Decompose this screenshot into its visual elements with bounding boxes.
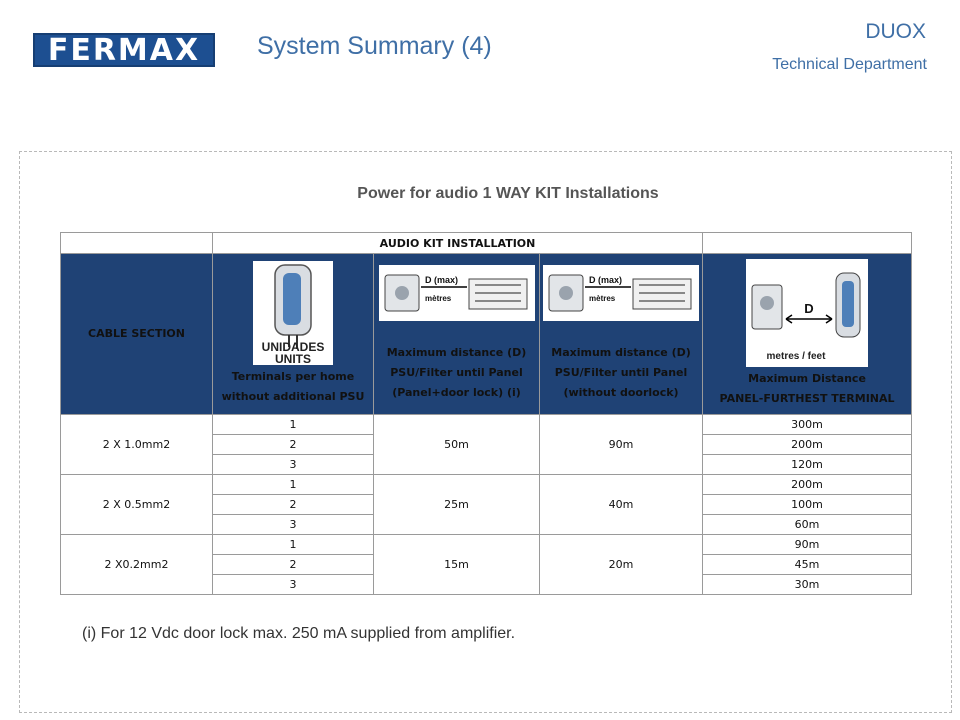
max-distance-cell: 30m — [702, 574, 913, 595]
table-row: 3 30m — [61, 574, 913, 595]
audio-kit-table: AUDIO KIT INSTALLATION CABLE SECTION UNI… — [60, 232, 913, 595]
footnote: (i) For 12 Vdc door lock max. 250 mA sup… — [82, 625, 516, 642]
panel-nolock-distance-cell: 20m — [538, 534, 704, 595]
panel-diagram-icon: D (max) mètres — [548, 274, 692, 312]
terminals-cell: 1 — [212, 414, 374, 435]
content-frame — [19, 151, 952, 713]
diagram-label-unit: mètres — [425, 294, 452, 303]
terminals-header-line2: without additional PSU — [221, 390, 365, 403]
max-distance-cell: 90m — [702, 534, 913, 555]
distance-label-unit: metres / feet — [767, 351, 827, 362]
panel-lock-distance-cell: 15m — [373, 534, 540, 595]
title-spacer — [60, 232, 213, 254]
table-row: 2 X 1.0mm2 1 50m 90m 300m — [60, 414, 913, 475]
diagram-label-unit: mètres — [589, 294, 616, 303]
cable-section-cell: 2 X 1.0mm2 — [60, 414, 213, 475]
table-row: 2 200m — [61, 434, 913, 455]
max-distance-cell: 45m — [702, 554, 913, 575]
department-label: Technical Department — [772, 56, 927, 73]
units-label-es: UNIDADES — [262, 340, 325, 354]
brand-label: DUOX — [865, 20, 926, 43]
max-distance-cell: 300m — [702, 414, 913, 435]
max-distance-cell: 120m — [702, 454, 913, 475]
terminals-cell: 2 — [212, 554, 374, 575]
terminals-cell: 3 — [212, 454, 374, 475]
max-distance-header-line2: PANEL-FURTHEST TERMINAL — [719, 392, 895, 405]
section-title: Power for audio 1 WAY KIT Installations — [357, 185, 659, 202]
panel-lock-header-line2: PSU/Filter until Panel — [390, 366, 523, 379]
diagram-label-d: D (max) — [425, 275, 458, 285]
max-distance-cell: 100m — [702, 494, 913, 515]
panel-nolock-header-line3: (without doorlock) — [563, 386, 679, 399]
max-distance-header-line1: Maximum Distance — [748, 372, 866, 385]
panel-lock-distance-cell: 25m — [373, 474, 540, 535]
terminals-header: UNIDADES UNITS Terminals per home withou… — [212, 253, 374, 415]
table-row: 3 60m — [61, 514, 913, 535]
handset-units-image: UNIDADES UNITS — [253, 261, 333, 366]
max-distance-cell: 60m — [702, 514, 913, 535]
panel-nolock-distance-cell: 90m — [538, 414, 704, 475]
panel-psu-diagram: D (max) mètres — [378, 265, 535, 321]
cable-section-cell: 2 X0.2mm2 — [60, 534, 213, 595]
panel-psu-diagram-nolock: D (max) mètres — [543, 265, 700, 321]
panel-lock-header: D (max) mètres Maximum distance (D) PSU/… — [373, 253, 540, 415]
terminals-cell: 2 — [212, 494, 374, 515]
table-row: 2 X 0.5mm2 1 25m 40m 200m — [60, 474, 913, 535]
title-spacer — [702, 232, 913, 254]
max-distance-cell: 200m — [702, 434, 913, 455]
table-row: 2 X0.2mm2 1 15m 20m 90m — [60, 534, 913, 595]
panel-nolock-header-line1: Maximum distance (D) — [551, 346, 691, 359]
units-label-en: UNITS — [275, 352, 311, 365]
page-title: System Summary (4) — [257, 32, 492, 60]
handset-icon: UNIDADES UNITS — [262, 264, 325, 366]
terminals-cell: 2 — [212, 434, 374, 455]
terminals-cell: 3 — [212, 574, 374, 595]
terminals-cell: 1 — [212, 474, 374, 495]
panel-diagram-icon: D (max) mètres — [384, 274, 527, 312]
table-header-row: CABLE SECTION UNIDADES UNITS Terminals p… — [60, 253, 913, 415]
table-title: AUDIO KIT INSTALLATION — [211, 232, 704, 254]
table-title-row: AUDIO KIT INSTALLATION — [60, 232, 913, 254]
panel-lock-header-line3: (Panel+door lock) (i) — [392, 386, 521, 399]
fermax-logo: FERMAX — [33, 33, 215, 68]
panel-nolock-header: D (max) mètres Maximum distance (D) PSU/… — [538, 253, 704, 415]
terminals-cell: 3 — [212, 514, 374, 535]
terminals-header-line1: Terminals per home — [231, 370, 355, 383]
max-distance-header: D metres / feet Maximum Distance PANEL-F… — [702, 253, 913, 415]
panel-lock-distance-cell: 50m — [373, 414, 540, 475]
distance-diagram: D metres / feet — [746, 259, 869, 367]
distance-diagram-icon: D metres / feet — [751, 272, 861, 362]
distance-label-d: D — [804, 301, 813, 316]
diagram-label-d: D (max) — [589, 275, 622, 285]
terminals-cell: 1 — [212, 534, 374, 555]
panel-nolock-distance-cell: 40m — [538, 474, 704, 535]
panel-lock-header-line1: Maximum distance (D) — [386, 346, 527, 359]
cable-section-cell: 2 X 0.5mm2 — [60, 474, 213, 535]
max-distance-cell: 200m — [702, 474, 913, 495]
cable-section-header: CABLE SECTION — [60, 253, 213, 415]
panel-nolock-header-line2: PSU/Filter until Panel — [554, 366, 688, 379]
